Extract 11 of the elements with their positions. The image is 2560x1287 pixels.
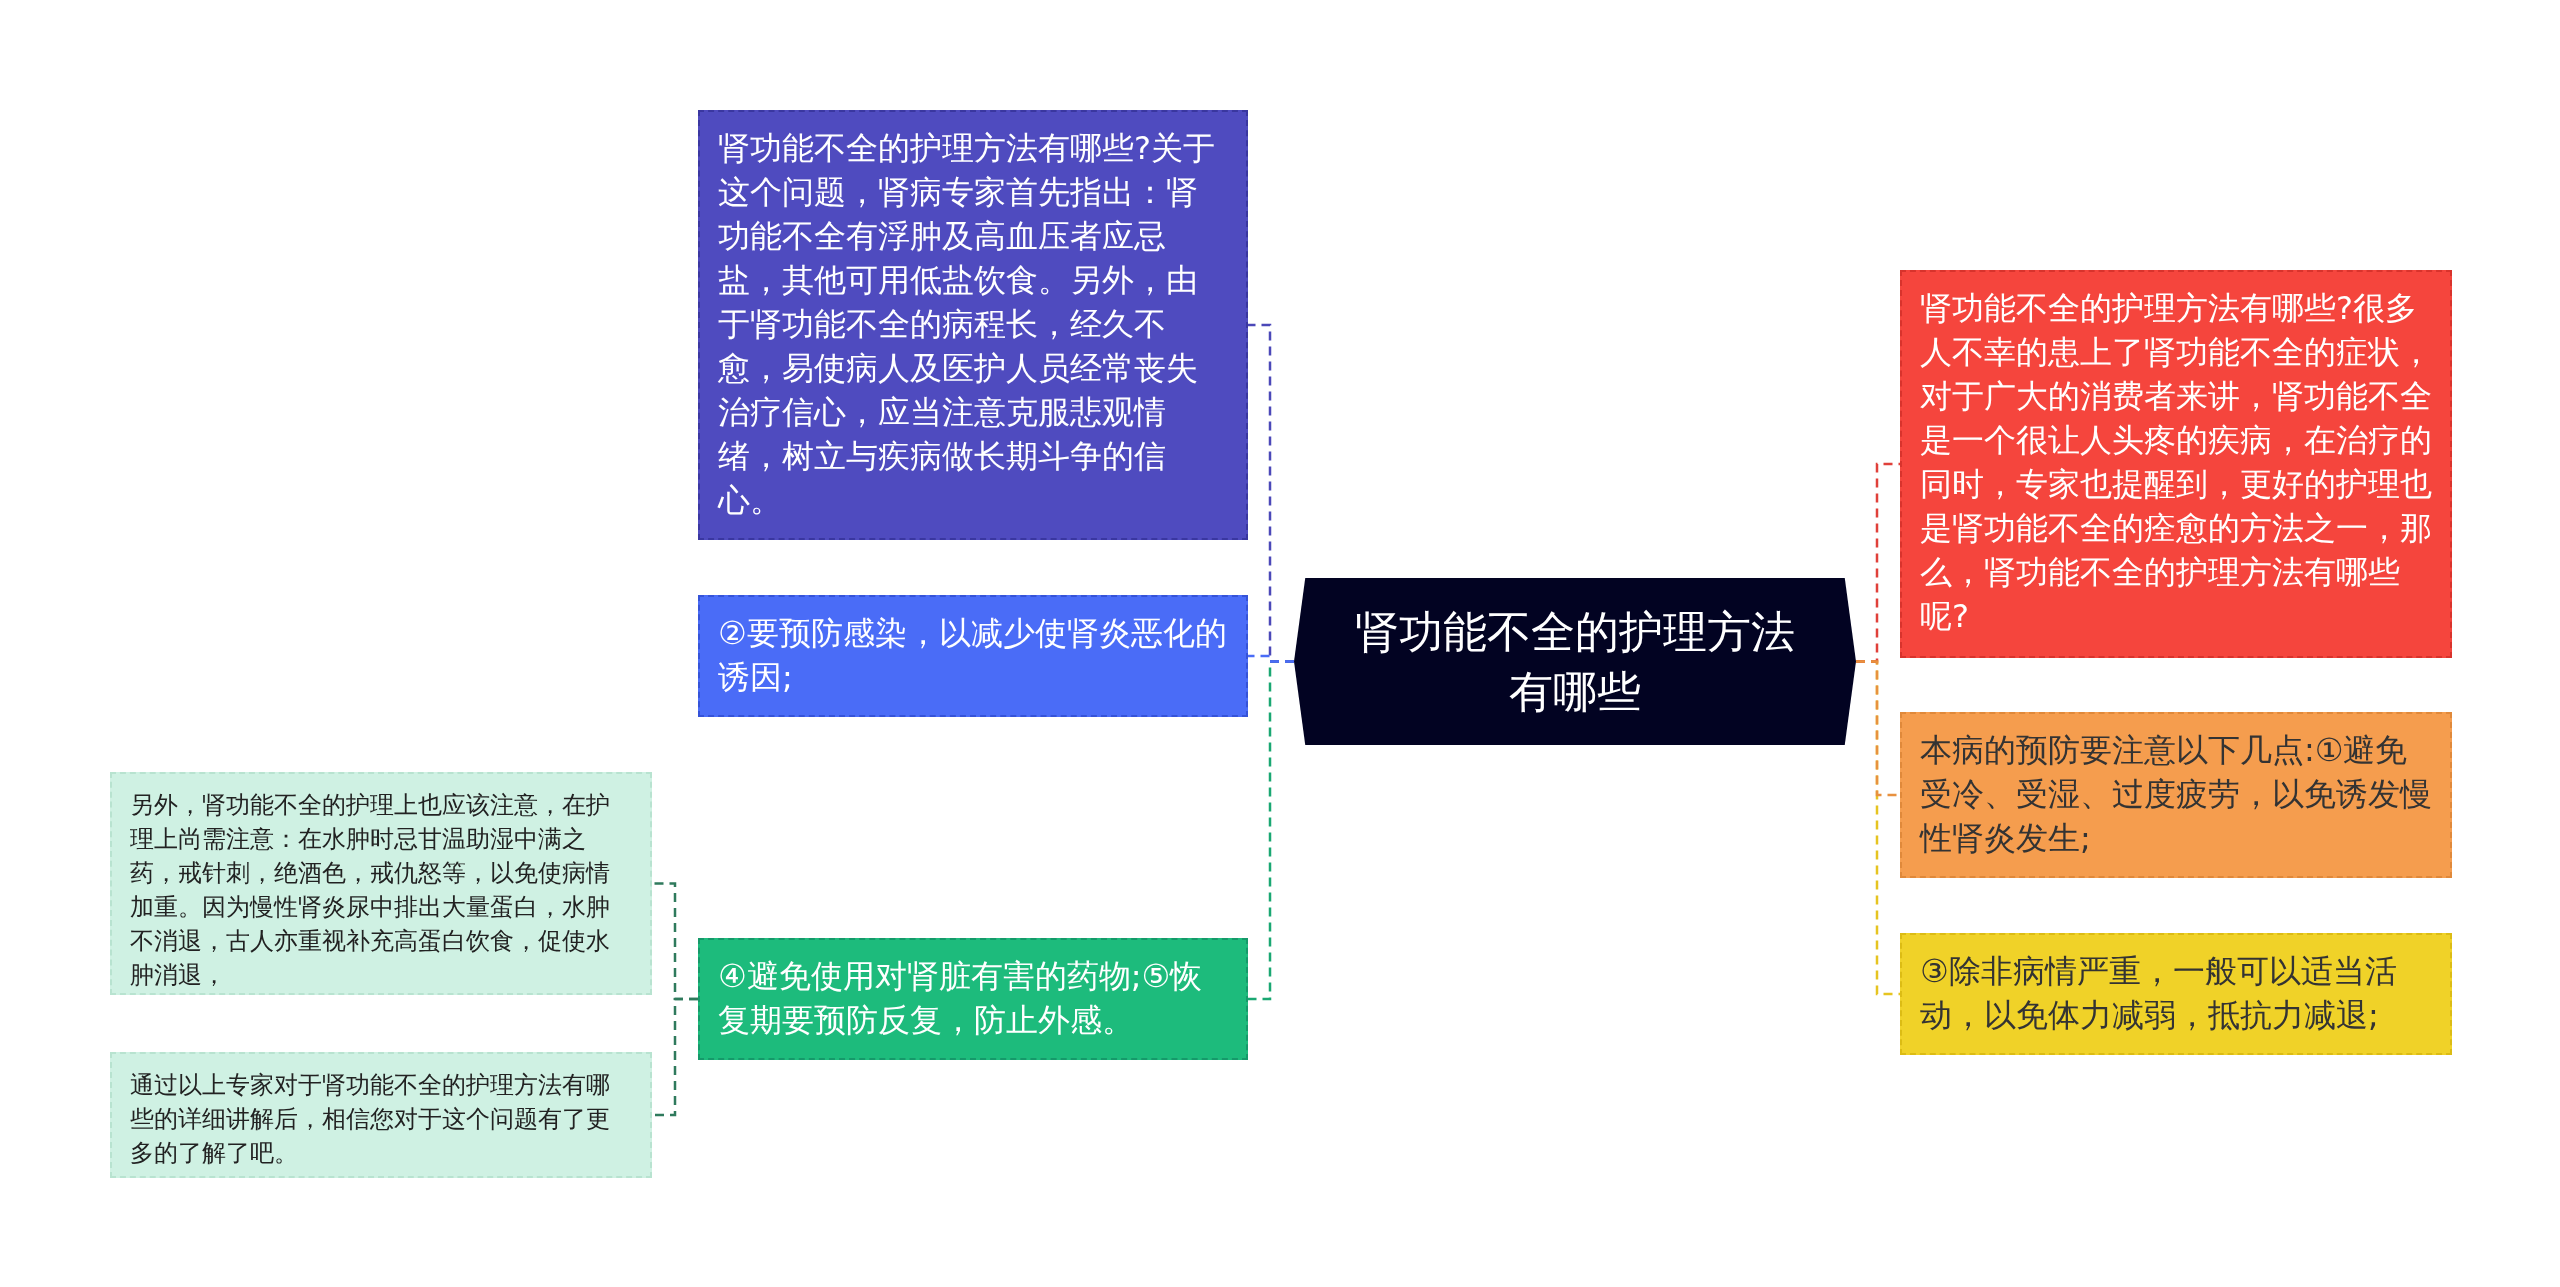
topic-box: 肾功能不全的护理方法有哪些?关于这个问题，肾病专家首先指出：肾功能不全有浮肿及高血压者应忌盐，其他可用低盐饮食。另外，由于肾功能不全的病程长，经久不愈，易使病人及医护人员经常丧失治疗信心，应当注意克服悲观情绪，树立与疾病做长期斗争的信心。 bbox=[698, 110, 1248, 540]
topic-box: ④避免使用对肾脏有害的药物;⑤恢复期要预防反复，防止外感。 bbox=[698, 938, 1248, 1060]
topic-box: ③除非病情严重，一般可以适当活动，以免体力减弱，抵抗力减退; bbox=[1900, 933, 2452, 1055]
connector-line bbox=[1856, 660, 1900, 797]
subtopic-box: 另外，肾功能不全的护理上也应该注意，在护理上尚需注意：在水肿时忌甘温助湿中满之药，戒针刺，绝酒色，戒仇怒等，以免使病情加重。因为慢性肾炎尿中排出大量蛋白，水肿不消退，古人亦重视补充高蛋白饮食，促使水肿消退， bbox=[110, 772, 652, 995]
topic-box: 肾功能不全的护理方法有哪些?很多人不幸的患上了肾功能不全的症状，对于广大的消费者来讲，肾功能不全是一个很让人头疼的疾病，在治疗的同时，专家也提醒到，更好的护理也是肾功能不全的痊愈的方法之一，那么，肾功能不全的护理方法有哪些呢? bbox=[1900, 270, 2452, 658]
connector-line bbox=[1248, 654, 1294, 663]
topic-box: ②要预防感染，以减少使肾炎恶化的诱因; bbox=[698, 595, 1248, 717]
connector-line bbox=[652, 882, 698, 1001]
subtopic-box: 通过以上专家对于肾功能不全的护理方法有哪些的详细讲解后，相信您对于这个问题有了更多的了解了吧。 bbox=[110, 1052, 652, 1178]
topic-box: 本病的预防要注意以下几点:①避免受冷、受湿、过度疲劳，以免诱发慢性肾炎发生; bbox=[1900, 712, 2452, 878]
